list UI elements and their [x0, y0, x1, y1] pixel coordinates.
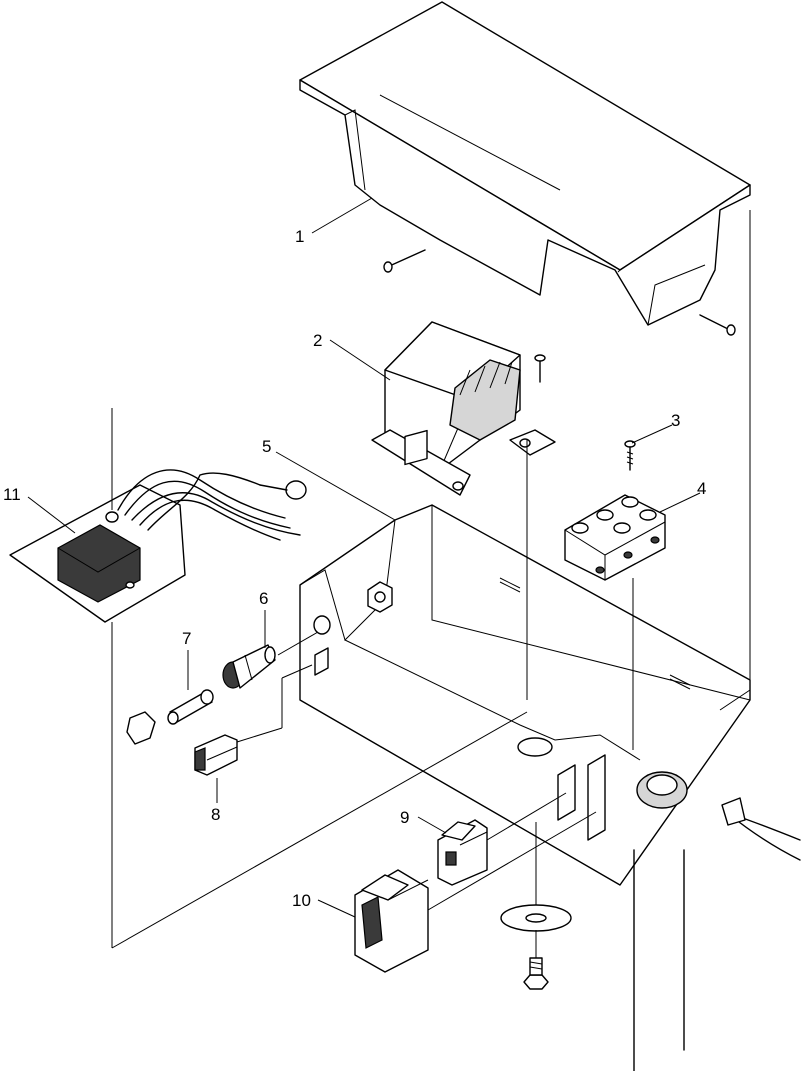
- fuse-part: [126, 689, 214, 745]
- callout-8: 8: [211, 805, 220, 824]
- small-rocker-switch-part: [437, 819, 488, 886]
- callout-10: 10: [292, 891, 311, 910]
- callout-labels: 1 2 3 4 5 6 7 8 9 10 11: [3, 227, 706, 910]
- power-cord: [721, 797, 801, 861]
- callout-3: 3: [671, 411, 680, 430]
- transformer-screw: [534, 354, 546, 383]
- callout-5: 5: [262, 437, 271, 456]
- housing-part: [299, 429, 801, 990]
- callout-11: 11: [3, 485, 21, 504]
- callout-7: 7: [182, 629, 191, 648]
- cover-screw-left: [383, 249, 426, 273]
- callout-4: 4: [697, 479, 706, 498]
- cover-screw-right: [699, 314, 736, 336]
- callout-leaders: [27, 197, 701, 918]
- housing-grommet: [636, 771, 688, 809]
- callout-1: 1: [295, 227, 304, 246]
- cover-part: [299, 1, 751, 336]
- screw-part: [624, 440, 636, 471]
- callout-2: 2: [313, 331, 322, 350]
- assembly-lines: [111, 210, 751, 1071]
- circuit-breaker-part: [194, 734, 238, 776]
- callout-6: 6: [259, 589, 268, 608]
- callout-9: 9: [400, 808, 409, 827]
- circuit-board-wires: [117, 469, 307, 541]
- housing-nut: [367, 581, 393, 613]
- transformer-part: [371, 321, 556, 496]
- fuse-holder-part: [222, 644, 276, 689]
- terminal-block-part: [564, 494, 666, 581]
- mounting-hardware: [500, 904, 572, 990]
- circuit-board-part: [9, 469, 307, 623]
- large-rocker-switch-part: [354, 869, 429, 973]
